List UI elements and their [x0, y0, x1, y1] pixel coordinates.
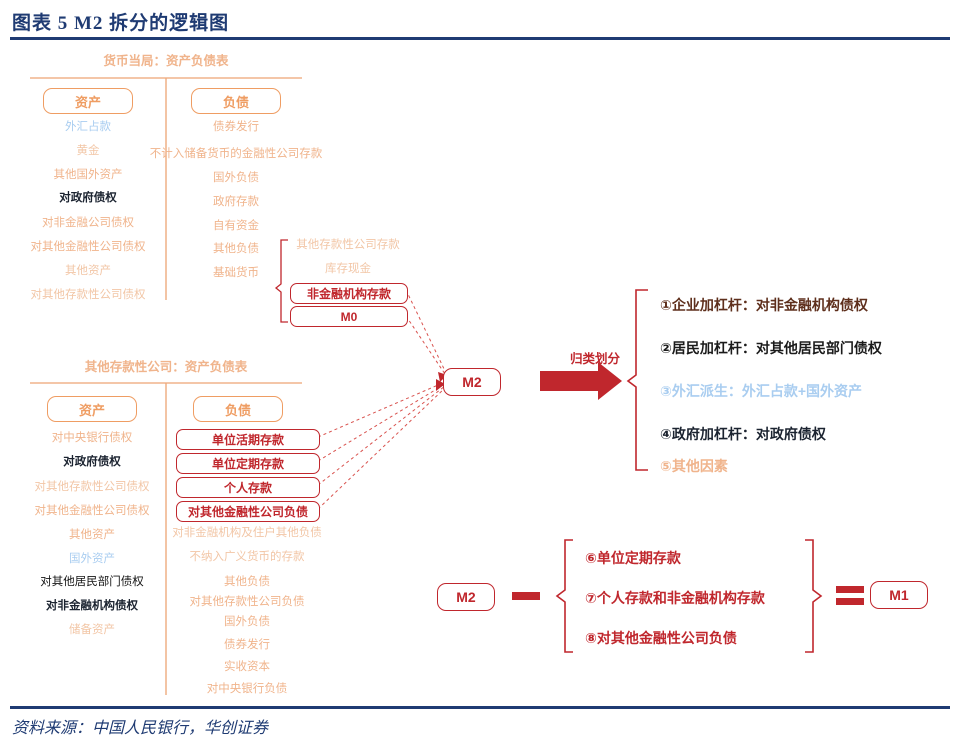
ma-asset-item: 外汇占款 [65, 121, 111, 133]
od-liability-item: 国外负债 [224, 616, 270, 628]
od-assets-header: 资产 [47, 396, 137, 422]
ma-asset-item: 对其他存款性公司债权 [30, 289, 146, 301]
m2-label: M2 [462, 374, 482, 390]
ma-asset-item: 其他国外资产 [53, 169, 123, 181]
title-divider [10, 37, 950, 40]
ma-liability-item: 国外负债 [213, 172, 259, 184]
ma-liability-item: 基础货币 [213, 267, 259, 279]
ma-asset-item: 对非金融公司债权 [42, 217, 134, 229]
classification-item-4: ④政府加杠杆：对政府债权 [660, 426, 826, 442]
classification-item-3: ③外汇派生：外汇占款+国外资产 [660, 383, 863, 399]
box-label: 个人存款 [223, 481, 272, 495]
od-liability-item: 对中央银行负债 [206, 683, 288, 695]
od-asset-item: 国外资产 [69, 553, 115, 565]
box-label: 单位活期存款 [211, 433, 284, 447]
m1-item-8: ⑧对其他金融性公司负债 [585, 630, 737, 646]
od-asset-item: 其他资产 [69, 529, 115, 541]
od-liability-item: 对非金融机构及住户其他负债 [172, 527, 322, 539]
box-corporate-demand-deposits[interactable]: 单位活期存款 [176, 429, 320, 450]
ma-liability-item: 债券发行 [213, 121, 259, 133]
od-asset-item: 对其他居民部门债权 [40, 576, 144, 588]
box-label: 对其他金融性公司负债 [187, 505, 308, 519]
od-liability-item: 其他负债 [224, 576, 270, 588]
od-asset-item: 储备资产 [69, 624, 115, 636]
m2-label: M2 [456, 589, 476, 605]
base-money-item: 库存现金 [325, 263, 371, 275]
m1-item-7: ⑦个人存款和非金融机构存款 [585, 590, 765, 606]
od-liability-item: 对其他存款性公司负债 [189, 596, 305, 608]
od-asset-item: 对其他金融性公司债权 [34, 505, 150, 517]
box-liabilities-to-other-financial-corporations[interactable]: 对其他金融性公司负债 [176, 501, 320, 522]
other-depository-title: 其他存款性公司：资产负债表 [84, 360, 248, 374]
ma-liability-item: 不计入储备货币的金融性公司存款 [149, 148, 323, 160]
classification-label: 归类划分 [570, 352, 621, 366]
classification-item-5: ⑤其他因素 [660, 458, 728, 474]
base-money-item: 其他存款性公司存款 [296, 239, 400, 251]
classification-item-2: ②居民加杠杆：对其他居民部门债权 [660, 340, 882, 356]
od-assets-header-label: 资产 [78, 402, 105, 418]
od-asset-item: 对政府债权 [63, 456, 121, 468]
ma-liabilities-header-label: 负债 [222, 94, 249, 110]
box-label: M0 [340, 309, 358, 324]
od-asset-item: 对中央银行债权 [51, 432, 133, 444]
od-liabilities-header: 负债 [193, 396, 283, 422]
od-liability-item: 债券发行 [224, 639, 270, 651]
box-corporate-time-deposits[interactable]: 单位定期存款 [176, 453, 320, 474]
ma-asset-item: 对其他金融性公司债权 [30, 241, 146, 253]
m1-item-6: ⑥单位定期存款 [585, 550, 681, 566]
monetary-authority-title: 货币当局：资产负债表 [103, 54, 229, 68]
footer-divider [10, 706, 950, 709]
m1-node[interactable]: M1 [870, 581, 928, 609]
ma-assets-header-label: 资产 [74, 94, 101, 110]
ma-asset-item: 其他资产 [65, 265, 111, 277]
equals-sign-icon-top [836, 586, 864, 593]
classification-item-1: ①企业加杠杆：对非金融机构债权 [660, 297, 868, 313]
box-label: 非金融机构存款 [306, 287, 391, 301]
minus-sign-icon [512, 592, 540, 600]
box-personal-deposits[interactable]: 个人存款 [176, 477, 320, 498]
ma-asset-item: 对政府债权 [59, 192, 117, 204]
ma-liabilities-header: 负债 [191, 88, 281, 114]
equals-sign-icon-bottom [836, 598, 864, 605]
m2-node-top[interactable]: M2 [443, 368, 501, 396]
ma-liability-item: 自有资金 [213, 220, 259, 232]
ma-assets-header: 资产 [43, 88, 133, 114]
box-label: 单位定期存款 [211, 457, 284, 471]
m1-label: M1 [889, 587, 909, 603]
od-asset-item: 对非金融机构债权 [46, 600, 138, 612]
ma-asset-item: 黄金 [76, 145, 100, 157]
od-asset-item: 对其他存款性公司债权 [34, 481, 150, 493]
od-liability-item: 实收资本 [224, 661, 270, 673]
source-note: 资料来源：中国人民银行，华创证券 [12, 720, 269, 737]
box-nonfinancial-institution-deposits[interactable]: 非金融机构存款 [290, 283, 408, 304]
page-title: 图表 5 M2 拆分的逻辑图 [12, 13, 230, 34]
box-m0[interactable]: M0 [290, 306, 408, 327]
ma-liability-item: 其他负债 [213, 243, 259, 255]
od-liability-item: 不纳入广义货币的存款 [189, 551, 305, 563]
m2-node-bottom[interactable]: M2 [437, 583, 495, 611]
ma-liability-item: 政府存款 [213, 196, 259, 208]
od-liabilities-header-label: 负债 [224, 402, 251, 418]
